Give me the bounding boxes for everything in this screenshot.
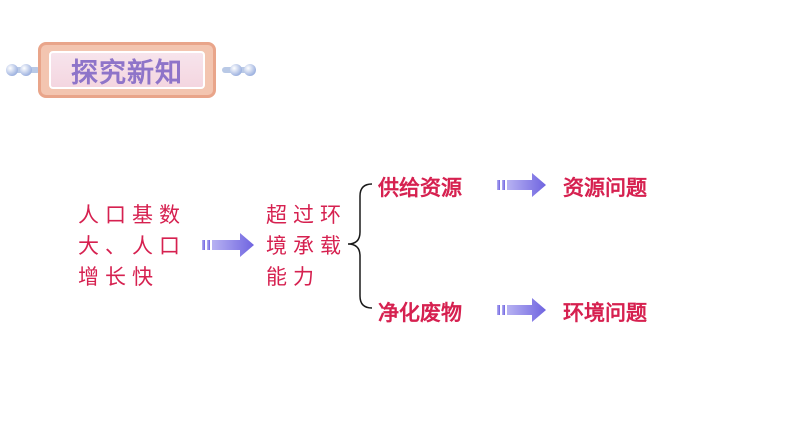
cause-line: 人口基数 bbox=[78, 203, 186, 227]
arrow-supply-to-resource-icon bbox=[497, 173, 546, 197]
result-label-resource: 资源问题 bbox=[563, 176, 647, 200]
effect-text: 超过环 境承载 能力 bbox=[266, 200, 347, 293]
result-label-environment: 环境问题 bbox=[563, 301, 647, 325]
branch-label-purify: 净化废物 bbox=[378, 301, 462, 325]
banner-right-knob-icon bbox=[218, 64, 256, 76]
effect-line: 超过环 bbox=[266, 203, 347, 227]
effect-line: 能力 bbox=[266, 265, 320, 289]
arrow-purify-to-environment-icon bbox=[497, 298, 546, 322]
effect-line: 境承载 bbox=[266, 234, 347, 258]
cause-line: 增长快 bbox=[78, 265, 159, 289]
cause-text: 人口基数 大、人口 增长快 bbox=[78, 200, 186, 293]
branch-label-supply: 供给资源 bbox=[378, 176, 462, 200]
cause-line: 大、人口 bbox=[78, 234, 186, 258]
section-banner: 探究新知 bbox=[6, 42, 256, 100]
arrow-cause-to-effect-icon bbox=[202, 233, 254, 257]
banner-left-knob-icon bbox=[6, 64, 44, 76]
brace-icon bbox=[347, 183, 373, 309]
banner-title: 探究新知 bbox=[71, 58, 183, 89]
banner-frame: 探究新知 bbox=[38, 42, 216, 98]
